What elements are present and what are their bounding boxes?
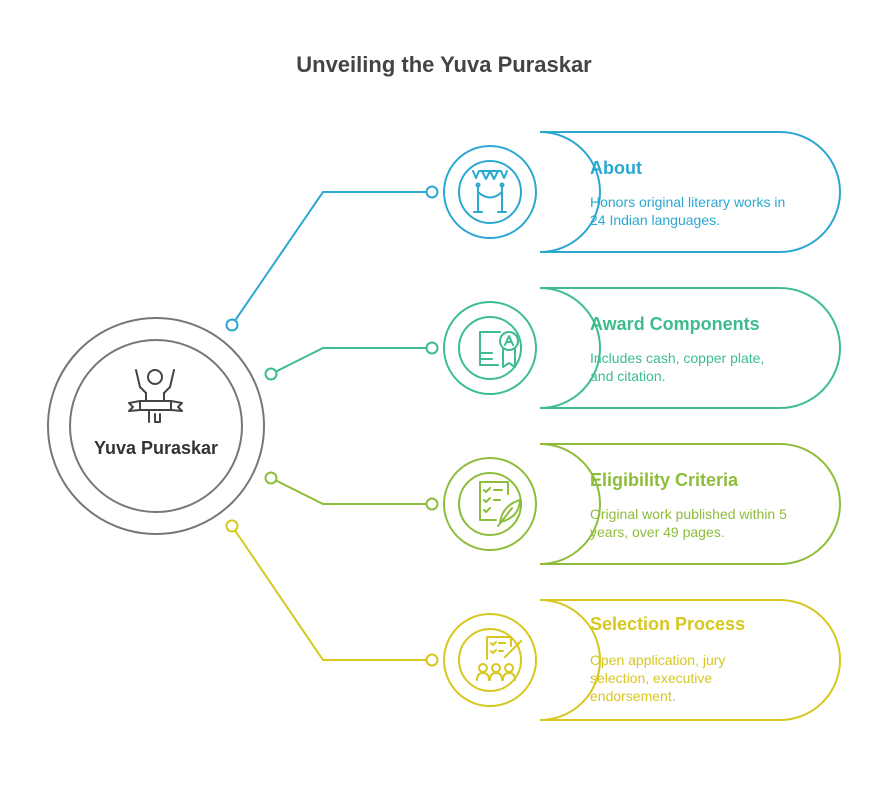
center-hub [47,317,265,535]
checklist-quill-icon [479,481,521,527]
winner-ribbon-icon [128,369,183,423]
connector-eligibility-criteria [270,477,432,505]
connector-dot [264,471,278,485]
card-selection-process [443,599,841,721]
connector-about [231,191,432,326]
connector-dot [225,318,239,332]
card-about [443,131,841,253]
card-about-description: Honors original literary works in 24 Ind… [590,194,786,228]
center-label: Yuva Puraskar [93,438,219,458]
connector-selection-process [231,525,432,661]
connector-dot [264,367,278,381]
card-selection-process-description: Open application, jury selection, execut… [590,652,726,704]
jury-checklist-icon [476,636,522,681]
card-eligibility-criteria-description: Original work published within 5 years, … [590,506,787,540]
card-eligibility-criteria-title: Eligibility Criteria [590,470,739,490]
card-about-title: About [590,158,642,178]
card-award-components [443,287,841,409]
card-award-components-description: Includes cash, copper plate, and citatio… [590,350,765,384]
connector-dot [425,185,439,199]
diagram-title: Unveiling the Yuva Puraskar [296,52,592,77]
connector-dot [425,341,439,355]
card-selection-process-title: Selection Process [590,614,746,634]
connector-dot [425,497,439,511]
card-eligibility-criteria [443,443,841,565]
ceremony-bunting-icon [472,170,508,213]
connector-dot [425,653,439,667]
connector-award-components [270,347,432,375]
certificate-rosette-icon [479,331,519,368]
card-award-components-title: Award Components [590,314,760,334]
connector-dot [225,519,239,533]
